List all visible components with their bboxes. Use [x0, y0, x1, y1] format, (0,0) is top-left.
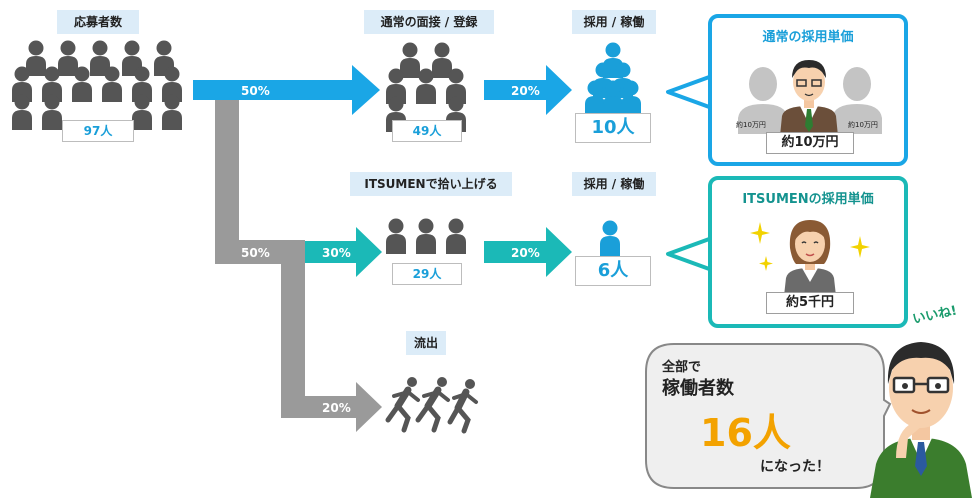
outflow-label: 流出	[406, 331, 446, 355]
itsumen-count: 29人	[392, 263, 462, 285]
itsumen-card-title: ITSUMENの採用単価	[742, 192, 874, 207]
businessman-icon	[780, 60, 838, 136]
hire-normal-label: 採用 / 稼働	[572, 10, 656, 34]
businesswoman-icon	[784, 220, 836, 296]
hire-itsumen-person-icon	[600, 220, 620, 256]
gray-branch	[215, 100, 305, 264]
sparkle-icon	[750, 222, 870, 271]
result-number: 16人	[700, 411, 791, 455]
ghost-right-price: 約10万円	[848, 121, 878, 129]
rate-itsumen-to-hire: 20%	[511, 246, 540, 260]
result-line1: 全部で	[662, 360, 702, 375]
rate-to-outflow: 20%	[322, 401, 351, 415]
normal-card-title: 通常の採用単価	[762, 30, 854, 45]
itsumen-price-card: ITSUMENの採用単価 約5千円	[708, 176, 908, 328]
runners-icon	[385, 377, 478, 434]
itsumen-card-pointer	[666, 236, 713, 272]
result-line2: 稼働者数	[662, 378, 734, 399]
applicants-label: 応募者数	[57, 10, 139, 34]
hire-itsumen-count: 6人	[575, 256, 651, 286]
hire-normal-people-icon	[585, 42, 641, 116]
normal-price-card: 通常の採用単価 約10万円 約10万円 約10万円	[708, 14, 908, 166]
interview-label: 通常の面接 / 登録	[364, 10, 494, 34]
arrow-interview-to-hire	[484, 65, 572, 115]
hire-itsumen-label: 採用 / 稼働	[572, 172, 656, 196]
itsumen-crowd-icon	[386, 218, 466, 254]
normal-card-price: 約10万円	[766, 132, 854, 154]
rate-to-itsumen: 30%	[322, 246, 351, 260]
arrow-to-itsumen	[305, 227, 382, 277]
thinking-man-icon	[870, 342, 972, 498]
arrow-itsumen-to-hire	[484, 227, 572, 277]
result-speech-bubble	[645, 343, 892, 489]
rate-to-interview: 50%	[241, 84, 270, 98]
rate-interview-to-hire: 20%	[511, 84, 540, 98]
interview-count: 49人	[392, 120, 462, 142]
arrow-to-interview	[193, 65, 380, 115]
arrow-to-outflow	[281, 264, 382, 432]
result-line3: になった！	[760, 459, 830, 475]
ghost-left-price: 約10万円	[736, 121, 766, 129]
applicants-crowd-icon	[12, 40, 182, 130]
itsumen-label: ITSUMENで拾い上げる	[350, 172, 512, 196]
itsumen-card-price: 約5千円	[766, 292, 854, 314]
normal-card-pointer	[666, 74, 713, 110]
rate-to-branch: 50%	[241, 246, 270, 260]
hire-normal-count: 10人	[575, 113, 651, 143]
applicants-count: 97人	[62, 120, 134, 142]
